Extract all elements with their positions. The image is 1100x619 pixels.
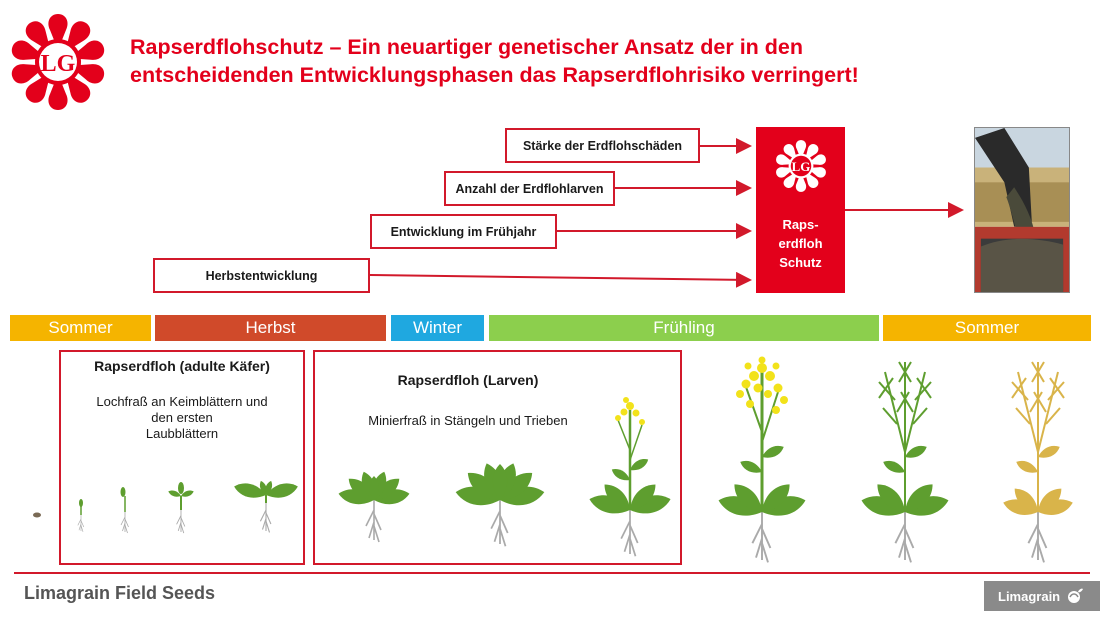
lg-logo-white-icon: LG [774, 140, 828, 192]
title-line-2: entscheidenden Entwicklungsphasen das Ra… [130, 63, 859, 87]
season-fruehling: Frühling [489, 315, 879, 341]
stage-rosette-large [454, 460, 546, 548]
factor-erdflohlarven: Anzahl der Erdflohlarven [444, 171, 615, 206]
panel-adult-beetles [59, 350, 305, 565]
season-winter: Winter [391, 315, 484, 341]
stage-ripening [1001, 361, 1075, 564]
panel-adult-title: Rapserdfloh (adulte Käfer) [94, 358, 270, 374]
stage-first-leaves [232, 479, 300, 533]
rapserdfloh-schutz-box: LG Raps- erdfloh Schutz [756, 127, 845, 293]
lg-logo-icon: LG [9, 14, 107, 110]
stage-cotyledons [167, 482, 195, 534]
stage-flowering [716, 356, 808, 564]
harvest-photo [974, 127, 1070, 293]
footer-divider [14, 572, 1090, 574]
svg-text:LG: LG [792, 159, 811, 174]
schutz-label: Raps- erdfloh Schutz [778, 217, 823, 270]
season-herbst: Herbst [155, 315, 386, 341]
limagrain-leaf-icon [1068, 588, 1084, 603]
stage-stem-elongation [587, 397, 673, 558]
panel-adult-desc: Lochfraß an Keimblättern und den ersten … [96, 394, 268, 441]
panel-larvae-desc: Minierfraß in Stängeln und Trieben [368, 413, 568, 428]
page-title: Rapserdflohschutz – Ein neuartiger genet… [130, 33, 1030, 89]
svg-text:LG: LG [41, 51, 76, 77]
stage-seed [33, 512, 41, 518]
stage-sprout-1 [77, 499, 85, 533]
panel-larvae-title: Rapserdfloh (Larven) [397, 372, 539, 388]
factor-erdflohschaeden: Stärke der Erdflohschäden [505, 128, 700, 163]
limagrain-badge: Limagrain [984, 581, 1100, 611]
stage-podding [859, 361, 951, 564]
factor-herbstentwicklung: Herbstentwicklung [153, 258, 370, 293]
limagrain-badge-label: Limagrain [998, 588, 1061, 604]
stage-sprout-2 [120, 487, 129, 534]
factor-fruehjahr: Entwicklung im Frühjahr [370, 214, 557, 249]
season-sommer-2: Sommer [883, 315, 1091, 341]
footer-company: Limagrain Field Seeds [24, 583, 216, 603]
title-line-1: Rapserdflohschutz – Ein neuartiger genet… [130, 35, 804, 59]
season-sommer-1: Sommer [10, 315, 151, 341]
stage-rosette-small [337, 469, 411, 543]
